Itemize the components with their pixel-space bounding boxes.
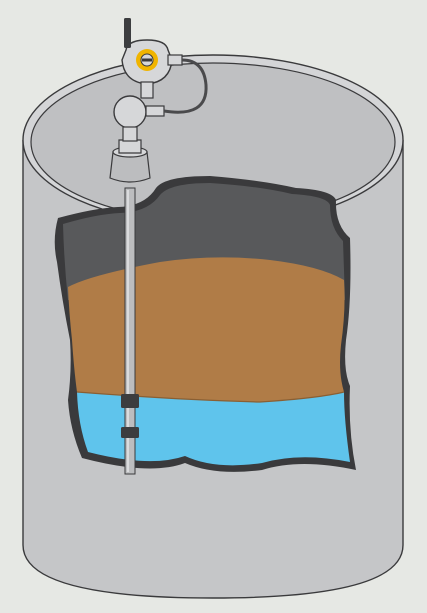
antenna bbox=[124, 18, 131, 48]
mounting-nut bbox=[119, 140, 141, 153]
interface-float bbox=[121, 394, 139, 408]
lower-liquid bbox=[77, 392, 350, 465]
transmitter-stem bbox=[141, 82, 153, 98]
gland-neck bbox=[123, 127, 137, 141]
gland-side-port bbox=[146, 106, 164, 116]
level-float bbox=[121, 427, 139, 438]
gland-body bbox=[114, 96, 146, 128]
transmitter-side-port bbox=[168, 55, 182, 65]
upper-liquid bbox=[68, 257, 345, 402]
display-window-bar bbox=[142, 59, 152, 62]
